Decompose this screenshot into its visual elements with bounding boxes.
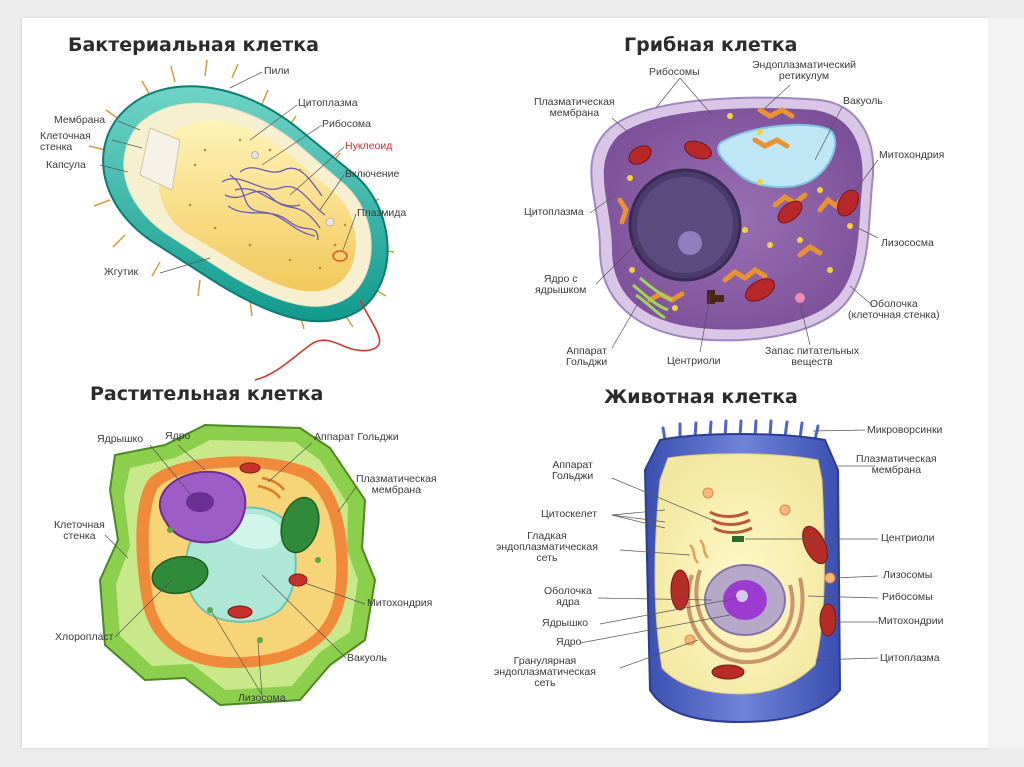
label-plasmid: Плазмида <box>357 208 406 219</box>
label-cytoskeleton: Цитоскелет <box>541 509 597 520</box>
label-golgi-plant: Аппарат Гольджи <box>314 432 399 443</box>
label-plasma-membrane-plant: Плазматическая мембрана <box>356 474 437 496</box>
label-chloroplast: Хлоропласт <box>55 632 113 643</box>
label-wall-fungal: Оболочка (клеточная стенка) <box>848 299 940 321</box>
label-mitochondria: Митохондрия <box>879 150 944 161</box>
label-nucleolus-plant: Ядрышко <box>97 434 143 445</box>
label-vacuole: Вакуоль <box>843 96 883 107</box>
fungal-cell-illustration <box>590 78 878 352</box>
label-rough-er: Гранулярная эндоплазматическая сеть <box>494 656 596 689</box>
label-cell-wall-plant: Клеточная стенка <box>54 520 105 542</box>
label-inclusion: Включение <box>345 169 399 180</box>
label-centrioles-fungal: Центриоли <box>667 356 721 367</box>
label-ribosome: Рибосома <box>322 119 371 130</box>
label-pili: Пили <box>264 66 289 77</box>
label-lysosome-plant: Лизосома <box>238 693 286 704</box>
label-centrioles-animal: Центриоли <box>881 533 935 544</box>
label-nucleus-fungal: Ядро с ядрышком <box>535 274 586 296</box>
label-ribosomes: Рибосомы <box>649 67 700 78</box>
plant-cell-title: Растительная клетка <box>90 383 323 405</box>
label-nuclear-envelope: Оболочка ядра <box>544 586 592 608</box>
label-er: Эндоплазматический ретикулум <box>752 60 856 82</box>
label-flagellum: Жгутик <box>104 267 138 278</box>
label-ribosomes-animal: Рибосомы <box>882 592 933 603</box>
label-mitochondria-plant: Митохондрия <box>367 598 432 609</box>
label-lysosomes-animal: Лизосомы <box>883 570 932 581</box>
label-plasma-membrane: Плазматическая мембрана <box>534 97 615 119</box>
label-cytoplasm: Цитоплазма <box>298 98 358 109</box>
label-lysosome-fungal: Лизососма <box>881 238 934 249</box>
label-nucleolus-animal: Ядрышко <box>542 618 588 629</box>
label-golgi-fungal: Аппарат Гольджи <box>566 346 607 368</box>
label-membrane: Мембрана <box>54 115 105 126</box>
label-nucleoid: Нуклеоид <box>345 141 392 152</box>
label-cytoplasm-animal: Цитоплазма <box>880 653 940 664</box>
animal-cell-title: Животная клетка <box>604 386 798 408</box>
bacterial-cell-title: Бактериальная клетка <box>68 34 319 56</box>
label-smooth-er: Гладкая эндоплазматическая сеть <box>496 531 598 564</box>
plant-cell-illustration <box>100 425 375 705</box>
label-capsule: Капсула <box>46 160 86 171</box>
label-cytoplasm-fungal: Цитоплазма <box>524 207 584 218</box>
label-cell-wall: Клеточная стенка <box>40 131 91 153</box>
label-microvilli: Микроворсинки <box>867 425 942 436</box>
label-mitochondria-animal: Митохондрии <box>878 616 944 627</box>
animal-cell-illustration <box>580 421 878 722</box>
fungal-cell-title: Грибная клетка <box>624 34 797 56</box>
label-nucleus-animal: Ядро <box>556 637 581 648</box>
label-plasma-membrane-animal: Плазматическая мембрана <box>856 454 937 476</box>
label-vacuole-plant: Вакуоль <box>347 653 387 664</box>
label-nucleus-plant: Ядро <box>165 431 190 442</box>
label-golgi-animal: Аппарат Гольджи <box>552 460 593 482</box>
label-storage: Запас питательных веществ <box>765 346 859 368</box>
